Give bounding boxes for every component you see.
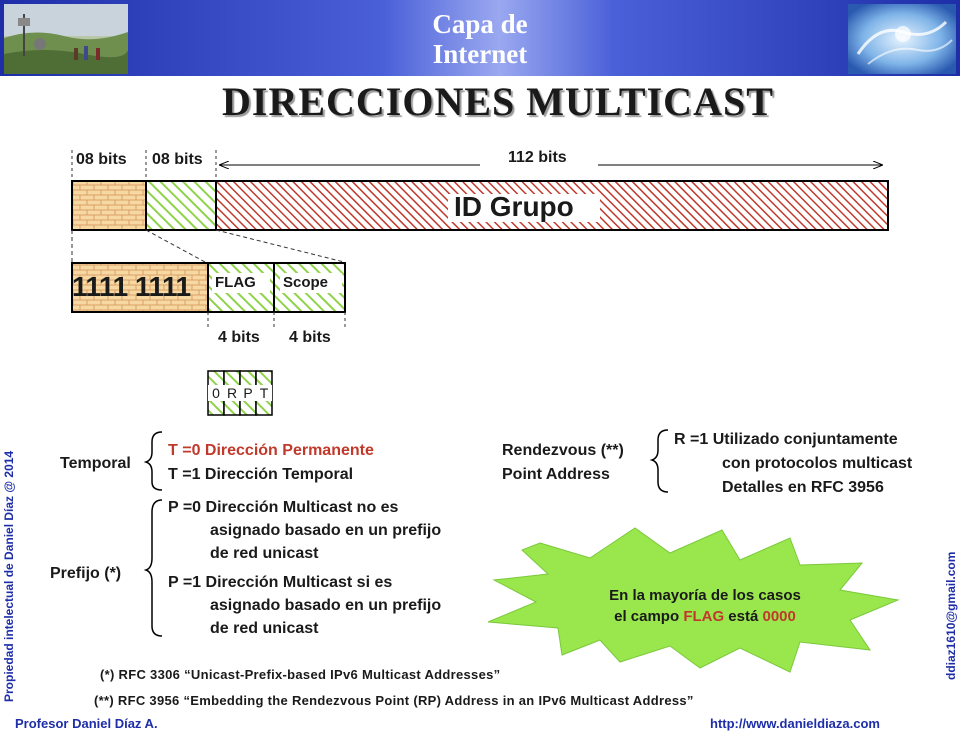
field2-bits-label: 08 bits <box>152 151 203 168</box>
field-flags-green <box>145 180 217 231</box>
field3-bits-label: 112 bits <box>508 149 567 166</box>
brace-prefijo <box>143 499 163 637</box>
header-title-line2: Internet <box>432 39 528 69</box>
scope-label: Scope <box>283 274 329 291</box>
prefix-value: 1111 1111 <box>72 271 191 302</box>
rfc-note-1: (*) RFC 3306 “Unicast-Prefix-based IPv6 … <box>100 667 501 682</box>
prefijo-p1-line3: de red unicast <box>210 620 319 637</box>
brace-temporal <box>143 431 163 491</box>
callout-line2-suffix: está <box>724 608 763 625</box>
connector-right <box>215 229 345 263</box>
flag-label-bg <box>212 273 270 293</box>
callout-text: En la mayoría de los casos el campo FLAG… <box>555 585 855 627</box>
landscape-photo <box>4 4 128 74</box>
bit-name-p: P <box>240 385 256 401</box>
flag-bits-label: 4 bits <box>218 329 260 346</box>
callout-flag: FLAG <box>683 608 725 625</box>
footer-url[interactable]: http://www.danieldiaza.com <box>710 716 880 731</box>
prefijo-p1-line2: asignado basado en un prefijo <box>210 597 442 614</box>
scope-label-bg <box>280 273 342 293</box>
flag-label: FLAG <box>215 274 256 291</box>
brace-rendezvous <box>649 429 669 493</box>
prefijo-p1-line1: P =1 Dirección Multicast si es <box>168 574 393 591</box>
bit-name-r: R <box>224 385 240 401</box>
scope-bits-label: 4 bits <box>289 329 331 346</box>
rendezvous-label-line1: Rendezvous (**) <box>502 442 624 459</box>
header-band <box>0 0 960 76</box>
main-title: DIRECCIONES MULTICAST <box>222 79 774 124</box>
prefijo-p0-line1: P =0 Dirección Multicast no es <box>168 499 399 516</box>
temporal-t1: T =1 Dirección Temporal <box>168 466 354 483</box>
prefijo-p0-line2: asignado basado en un prefijo <box>210 522 442 539</box>
flag-bit-names: 0 R P T <box>208 385 272 401</box>
prefijo-p0-line3: de red unicast <box>210 545 319 562</box>
callout-value: 0000 <box>762 608 796 625</box>
email-vertical: ddiaz1610@gmail.com <box>944 551 958 680</box>
rendezvous-r1-line1: R =1 Utilizado conjuntamente <box>674 431 898 448</box>
temporal-t0: T =0 Dirección Permanente <box>168 442 374 459</box>
copyright-vertical: Propiedad intelectual de Daniel Díaz @ 2… <box>2 450 16 702</box>
field1-bits-label: 08 bits <box>76 151 127 168</box>
callout-line2: el campo FLAG está 0000 <box>555 606 855 627</box>
temporal-label: Temporal <box>60 455 131 472</box>
field-prefix-brick <box>71 180 147 231</box>
header-title-line1: Capa de <box>432 9 528 39</box>
footer-author: Profesor Daniel Díaz A. <box>15 716 158 731</box>
group-id-label: ID Grupo <box>454 191 574 222</box>
rendezvous-r1-line2: con protocolos multicast <box>722 455 913 472</box>
rendezvous-label-line2: Point Address <box>502 466 610 483</box>
rfc-note-2: (**) RFC 3956 “Embedding the Rendezvous … <box>94 693 694 708</box>
callout-line1: En la mayoría de los casos <box>609 587 801 604</box>
group-id-label-bg <box>448 194 600 222</box>
bit-name-t: T <box>256 385 272 401</box>
digital-hand-image <box>848 4 956 74</box>
bit-name-0: 0 <box>208 385 224 401</box>
callout-starburst <box>487 527 900 673</box>
callout-line2-prefix: el campo <box>614 608 684 625</box>
rendezvous-r1-line3: Detalles en RFC 3956 <box>722 479 884 496</box>
connector-mid <box>145 229 206 263</box>
prefijo-label: Prefijo (*) <box>50 565 122 582</box>
